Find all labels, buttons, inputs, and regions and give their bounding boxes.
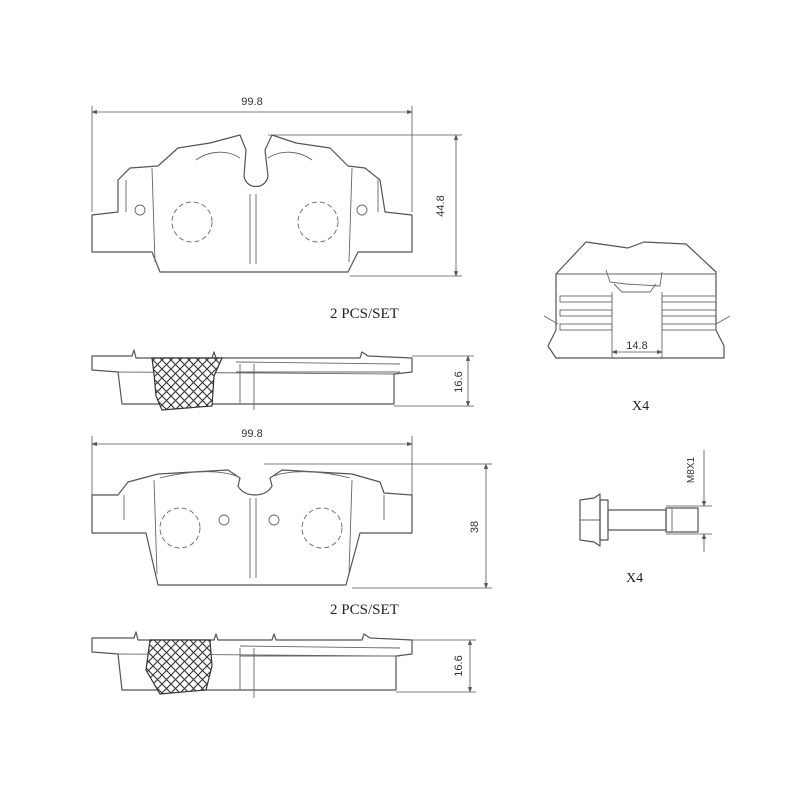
anti-rattle-clip-drawing: 14.8 (543, 241, 731, 359)
top-pad-width-dimension: 99.8 (91, 96, 413, 212)
top-pad-height-label: 44.8 (435, 195, 447, 216)
bottom-pad-thickness-dimension: 16.6 (396, 639, 476, 693)
top-pad-height-dimension: 44.8 (268, 134, 462, 277)
bottom-pad-height-label: 38 (469, 521, 481, 533)
bottom-pad-height-dimension: 38 (264, 463, 492, 589)
bolt-quantity-label: X4 (626, 571, 643, 586)
bottom-pad-set-label: 2 PCS/SET (330, 602, 399, 618)
clip-width-label: 14.8 (626, 340, 647, 352)
bottom-pad-width-label: 99.8 (241, 428, 262, 440)
top-pad-set-label: 2 PCS/SET (330, 306, 399, 322)
top-pad-front-view (91, 134, 413, 273)
clip-quantity-label: X4 (632, 399, 649, 414)
top-pad-thickness-label: 16.6 (453, 371, 465, 392)
bottom-pad-thickness-label: 16.6 (453, 655, 465, 676)
guide-bolt-drawing: M8X1 (579, 450, 712, 552)
top-pad-thickness-dimension: 16.6 (394, 355, 474, 407)
bolt-thread-label: M8X1 (686, 457, 697, 484)
bottom-pad-front-view (91, 469, 413, 586)
bottom-pad-width-dimension: 99.8 (91, 428, 413, 495)
top-pad-width-label: 99.8 (241, 96, 262, 108)
bottom-pad-side-view (91, 631, 413, 698)
top-pad-side-view (91, 349, 413, 411)
